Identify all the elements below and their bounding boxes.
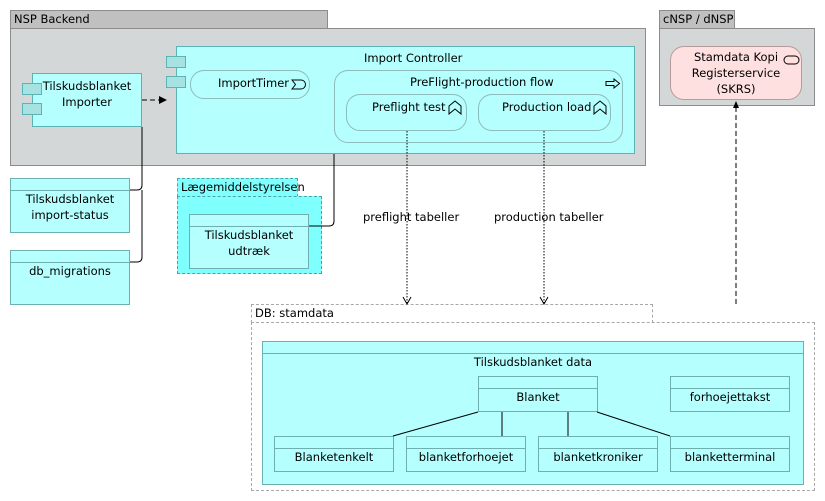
blanket-label: Blanket (516, 390, 560, 404)
cnsp-dnsp-label: cNSP / dNSP (663, 12, 734, 26)
function-icon (593, 100, 607, 115)
laegemiddelstyrelsen-location-tab[interactable]: Lægemiddelstyrelsen (177, 178, 305, 197)
data-object-header (671, 437, 789, 449)
component-port-icon (22, 83, 42, 95)
function-icon (448, 100, 462, 115)
service-icon (783, 55, 800, 65)
laegemiddelstyrelsen-label: Lægemiddelstyrelsen (181, 180, 305, 194)
component-port-icon (166, 56, 186, 68)
udtraek-data-object[interactable]: Tilskudsblanket udtræk (189, 214, 309, 269)
event-icon (291, 79, 306, 90)
forhoejettakst-label: forhoejettakst (689, 390, 771, 404)
import-timer-label: ImportTimer (218, 76, 290, 90)
nsp-backend-label: NSP Backend (14, 12, 90, 26)
blanketterminal-data-object[interactable]: blanketterminal (670, 436, 790, 472)
process-arrow-icon (605, 78, 621, 89)
blanketenkelt-data-object[interactable]: Blanketenkelt (274, 436, 394, 472)
import-status-data-object[interactable]: Tilskudsblanket import-status (10, 178, 130, 233)
import-timer-event[interactable]: ImportTimer (190, 70, 310, 99)
data-object-header (275, 437, 393, 449)
blanketkroniker-data-object[interactable]: blanketkroniker (538, 436, 658, 472)
udtraek-label: Tilskudsblanket udtræk (204, 228, 294, 258)
preflight-test-function[interactable]: Preflight test (346, 94, 467, 131)
component-port-icon (22, 103, 42, 115)
importer-component[interactable]: Tilskudsblanket Importer (32, 73, 142, 127)
data-object-header (11, 179, 129, 191)
data-object-header (190, 215, 308, 227)
import-status-label: Tilskudsblanket import-status (25, 192, 115, 222)
import-controller-label: Import Controller (364, 51, 463, 65)
nsp-backend-group-tab[interactable]: NSP Backend (10, 10, 328, 29)
preflight-test-label: Preflight test (372, 100, 446, 114)
arrowhead-icon (402, 296, 412, 306)
data-object-header (539, 437, 657, 449)
component-port-icon (166, 76, 186, 88)
db-migrations-data-object[interactable]: db_migrations (10, 250, 130, 305)
data-object-header (671, 377, 789, 389)
importer-to-db-migrations-connector (130, 190, 143, 263)
preflight-tabeller-label: preflight tabeller (363, 210, 460, 224)
blanketforhoejet-data-object[interactable]: blanketforhoejet (406, 436, 526, 472)
data-object-header (263, 342, 803, 354)
preflight-production-flow-label: PreFlight-production flow (410, 75, 554, 89)
tilskudsblanket-data-label: Tilskudsblanket data (473, 355, 593, 369)
db-stamdata-group-tab[interactable]: DB: stamdata (251, 304, 653, 323)
forhoejettakst-data-object[interactable]: forhoejettakst (670, 376, 790, 412)
importer-label: Tilskudsblanket Importer (42, 79, 132, 109)
arrowhead-icon (539, 296, 549, 306)
skrs-label: Stamdata Kopi Registerservice (SKRS) (691, 50, 781, 96)
db-migrations-label: db_migrations (29, 264, 111, 278)
production-tabeller-label: production tabeller (494, 210, 604, 224)
production-load-label: Production load (502, 100, 592, 114)
blanketforhoejet-label: blanketforhoejet (418, 450, 514, 464)
data-object-header (479, 377, 597, 389)
blanketterminal-label: blanketterminal (684, 450, 776, 464)
blanketkroniker-label: blanketkroniker (553, 450, 643, 464)
db-stamdata-label: DB: stamdata (255, 306, 334, 320)
data-object-header (11, 251, 129, 263)
blanketenkelt-label: Blanketenkelt (294, 450, 374, 464)
cnsp-dnsp-group-tab[interactable]: cNSP / dNSP (659, 10, 735, 29)
production-load-function[interactable]: Production load (478, 94, 611, 131)
data-object-header (407, 437, 525, 449)
skrs-service[interactable]: Stamdata Kopi Registerservice (SKRS) (670, 46, 802, 100)
blanket-data-object[interactable]: Blanket (478, 376, 598, 412)
